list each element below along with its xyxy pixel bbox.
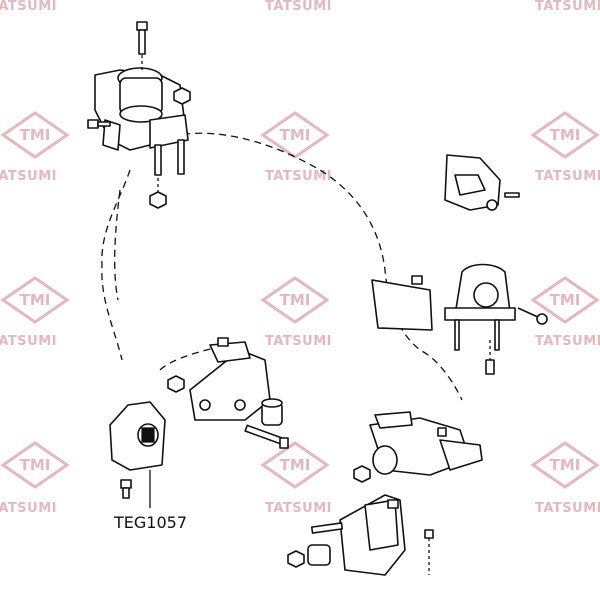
nut-top-right [173,87,191,105]
watermark-logo: TMI [0,276,70,324]
svg-text:TMI: TMI [280,291,311,309]
studs [149,139,185,209]
watermark-logo: TMI [260,441,330,489]
watermark-brand-text: TATSUMI [535,0,600,14]
watermark-logo: TMI [530,276,600,324]
watermark-brand-text: TATSUMI [265,334,332,349]
watermark-brand-text: TATSUMI [535,501,600,516]
bolt-front-left [120,479,132,499]
part-label: TEG1057 [114,513,187,532]
watermark-brand-text: TATSUMI [265,501,332,516]
watermark-brand-text: TATSUMI [265,0,332,14]
watermark-logo: TMI [530,111,600,159]
svg-text:TMI: TMI [20,126,51,144]
bushing-center [261,398,283,426]
svg-text:TMI: TMI [20,291,51,309]
watermark-logo: TMI [530,441,600,489]
watermark-brand-text: TATSUMI [0,501,57,516]
watermark-logo: TMI [260,111,330,159]
watermark-logo: TMI [260,276,330,324]
watermark-brand-text: TATSUMI [0,169,57,184]
engine-outline-inner [114,189,231,371]
engine-mount-front-left [109,401,166,508]
svg-text:TMI: TMI [20,456,51,474]
bolt-center [244,424,289,449]
bolt-top [136,21,148,70]
svg-text:TMI: TMI [550,456,581,474]
transmission-mount [371,263,548,375]
watermark-brand-text: TATSUMI [0,334,57,349]
watermark-logo: TMI [0,441,70,489]
bracket-center [167,337,271,421]
svg-text:TMI: TMI [280,456,311,474]
bracket-rear-lower [287,494,434,576]
svg-text:TMI: TMI [280,126,311,144]
bracket-rear-upper [444,154,520,211]
svg-text:TMI: TMI [550,126,581,144]
watermark-brand-text: TATSUMI [535,334,600,349]
bolt-top-left [87,119,111,129]
watermark-brand-text: TATSUMI [535,169,600,184]
engine-mount-rear [353,411,483,483]
svg-text:TMI: TMI [550,291,581,309]
watermark-brand-text: TATSUMI [0,0,57,14]
watermark-logo: TMI [0,111,70,159]
engine-mount-top [94,67,189,151]
watermark-brand-text: TATSUMI [265,169,332,184]
